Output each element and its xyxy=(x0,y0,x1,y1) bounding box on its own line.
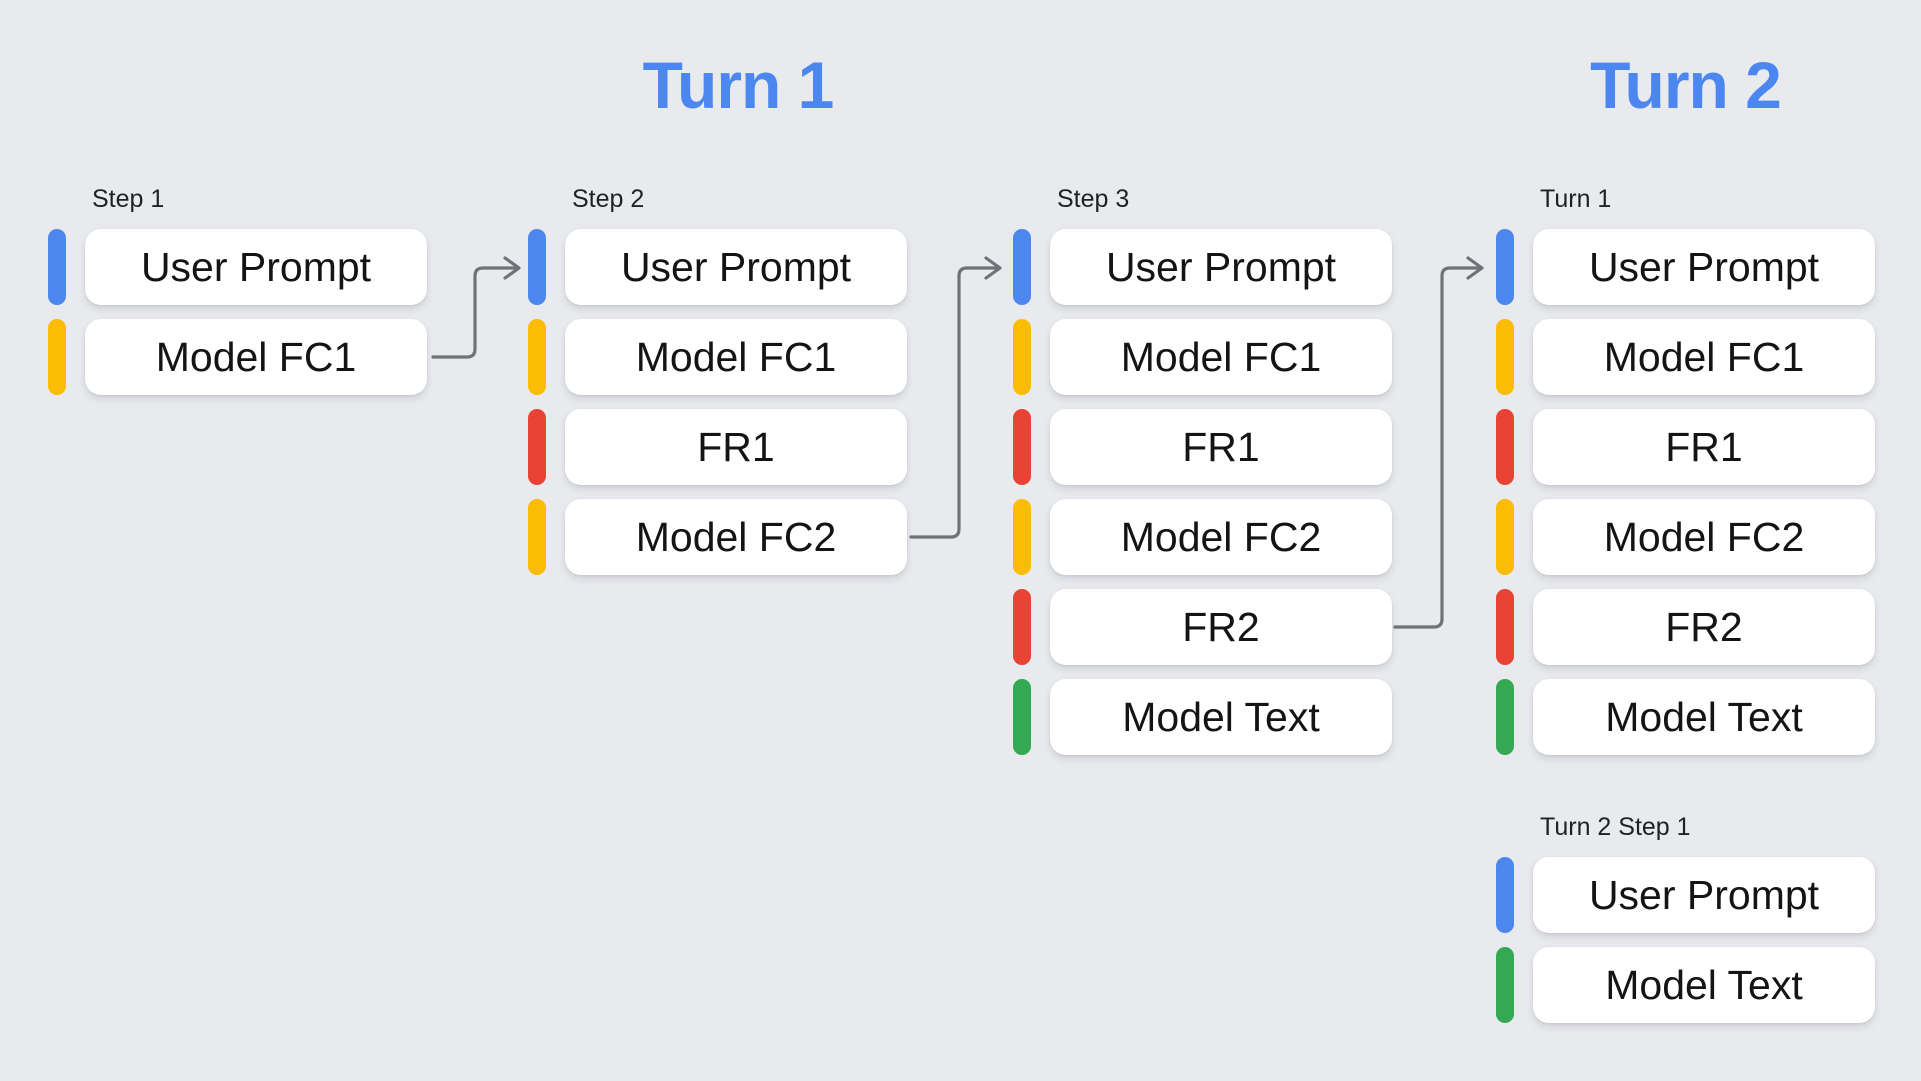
diagram-row: Model Text xyxy=(1496,679,1875,755)
user-prompt-bar xyxy=(528,229,546,305)
arrow-head-icon xyxy=(984,256,1002,280)
diagram-row: FR2 xyxy=(1496,589,1875,665)
box-model-fc2: Model FC2 xyxy=(1050,499,1392,575)
diagram-row: Model Text xyxy=(1013,679,1392,755)
arrow-step3-to-turn1 xyxy=(1393,256,1484,629)
diagram-row: Model FC2 xyxy=(1013,499,1392,575)
fr2-bar xyxy=(1496,589,1514,665)
user-prompt-bar xyxy=(1013,229,1031,305)
column-label: Step 1 xyxy=(92,185,165,213)
fr1-bar xyxy=(1496,409,1514,485)
box-fr2: FR2 xyxy=(1533,589,1875,665)
box-user-prompt: User Prompt xyxy=(85,229,427,305)
arrow-line xyxy=(1393,266,1481,629)
fr1-bar xyxy=(528,409,546,485)
model-text-bar xyxy=(1496,679,1514,755)
arrow-line xyxy=(909,266,999,539)
box-model-fc1: Model FC1 xyxy=(1050,319,1392,395)
column-step-1: Step 1 User Prompt Model FC1 xyxy=(48,184,427,409)
model-fc1-bar xyxy=(48,319,66,395)
box-model-fc2: Model FC2 xyxy=(565,499,907,575)
diagram-row: User Prompt xyxy=(1013,229,1392,305)
diagram-row: FR1 xyxy=(1013,409,1392,485)
box-fr1: FR1 xyxy=(565,409,907,485)
column-turn-2-step-1: Turn 2 Step 1 User Prompt Model Text xyxy=(1496,812,1875,1037)
model-fc2-bar xyxy=(1496,499,1514,575)
diagram-row: User Prompt xyxy=(48,229,427,305)
user-prompt-bar xyxy=(48,229,66,305)
box-model-text: Model Text xyxy=(1533,679,1875,755)
arrow-step2-to-step3 xyxy=(909,256,1002,539)
model-fc1-bar xyxy=(1496,319,1514,395)
diagram-row: Model Text xyxy=(1496,947,1875,1023)
model-text-bar xyxy=(1013,679,1031,755)
box-fr2: FR2 xyxy=(1050,589,1392,665)
model-fc2-bar xyxy=(528,499,546,575)
box-model-fc2: Model FC2 xyxy=(1533,499,1875,575)
column-label: Turn 1 xyxy=(1540,185,1612,213)
diagram-row: FR1 xyxy=(528,409,907,485)
diagram-row: User Prompt xyxy=(528,229,907,305)
diagram-row: User Prompt xyxy=(1496,857,1875,933)
arrow-line xyxy=(431,266,518,359)
box-model-text: Model Text xyxy=(1533,947,1875,1023)
column-label: Turn 2 Step 1 xyxy=(1540,813,1691,841)
column-step-2: Step 2 User Prompt Model FC1 FR1 Model F… xyxy=(528,184,907,589)
arrow-step1-to-step2 xyxy=(431,256,521,359)
diagram-row: Model FC2 xyxy=(1496,499,1875,575)
diagram-row: Model FC1 xyxy=(1013,319,1392,395)
box-model-text: Model Text xyxy=(1050,679,1392,755)
turn-1-title: Turn 1 xyxy=(642,48,835,122)
user-prompt-bar xyxy=(1496,229,1514,305)
box-model-fc1: Model FC1 xyxy=(1533,319,1875,395)
diagram-row: FR2 xyxy=(1013,589,1392,665)
box-user-prompt: User Prompt xyxy=(1533,857,1875,933)
user-prompt-bar xyxy=(1496,857,1514,933)
arrow-head-icon xyxy=(1466,256,1484,280)
box-fr1: FR1 xyxy=(1050,409,1392,485)
diagram-row: Model FC1 xyxy=(528,319,907,395)
turn-2-title: Turn 2 xyxy=(1590,48,1782,122)
diagram-row: FR1 xyxy=(1496,409,1875,485)
fr2-bar xyxy=(1013,589,1031,665)
box-user-prompt: User Prompt xyxy=(1533,229,1875,305)
diagram-row: Model FC2 xyxy=(528,499,907,575)
diagram-row: Model FC1 xyxy=(48,319,427,395)
box-model-fc1: Model FC1 xyxy=(85,319,427,395)
arrow-head-icon xyxy=(503,256,521,280)
box-fr1: FR1 xyxy=(1533,409,1875,485)
column-turn-1-history: Turn 1 User Prompt Model FC1 FR1 Model F… xyxy=(1496,184,1875,769)
model-fc2-bar xyxy=(1013,499,1031,575)
box-user-prompt: User Prompt xyxy=(1050,229,1392,305)
model-fc1-bar xyxy=(1013,319,1031,395)
model-text-bar xyxy=(1496,947,1514,1023)
column-step-3: Step 3 User Prompt Model FC1 FR1 Model F… xyxy=(1013,184,1392,769)
column-label: Step 3 xyxy=(1057,185,1130,213)
box-model-fc1: Model FC1 xyxy=(565,319,907,395)
fr1-bar xyxy=(1013,409,1031,485)
model-fc1-bar xyxy=(528,319,546,395)
diagram-row: User Prompt xyxy=(1496,229,1875,305)
box-user-prompt: User Prompt xyxy=(565,229,907,305)
diagram-row: Model FC1 xyxy=(1496,319,1875,395)
column-label: Step 2 xyxy=(572,185,645,213)
